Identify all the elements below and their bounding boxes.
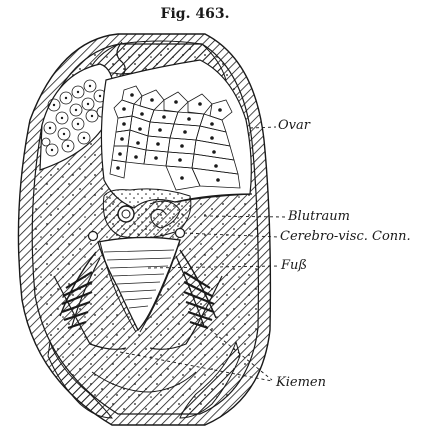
- label-ovar: Ovar: [278, 118, 310, 133]
- label-fuss: Fuß: [281, 258, 307, 273]
- ganglion-left: [89, 232, 98, 241]
- label-kiemen: Kiemen: [276, 375, 326, 390]
- label-cerebro-visc-conn: Cerebro-visc. Conn.: [280, 229, 411, 244]
- ganglion-right: [176, 229, 185, 238]
- label-blutraum: Blutraum: [288, 209, 350, 224]
